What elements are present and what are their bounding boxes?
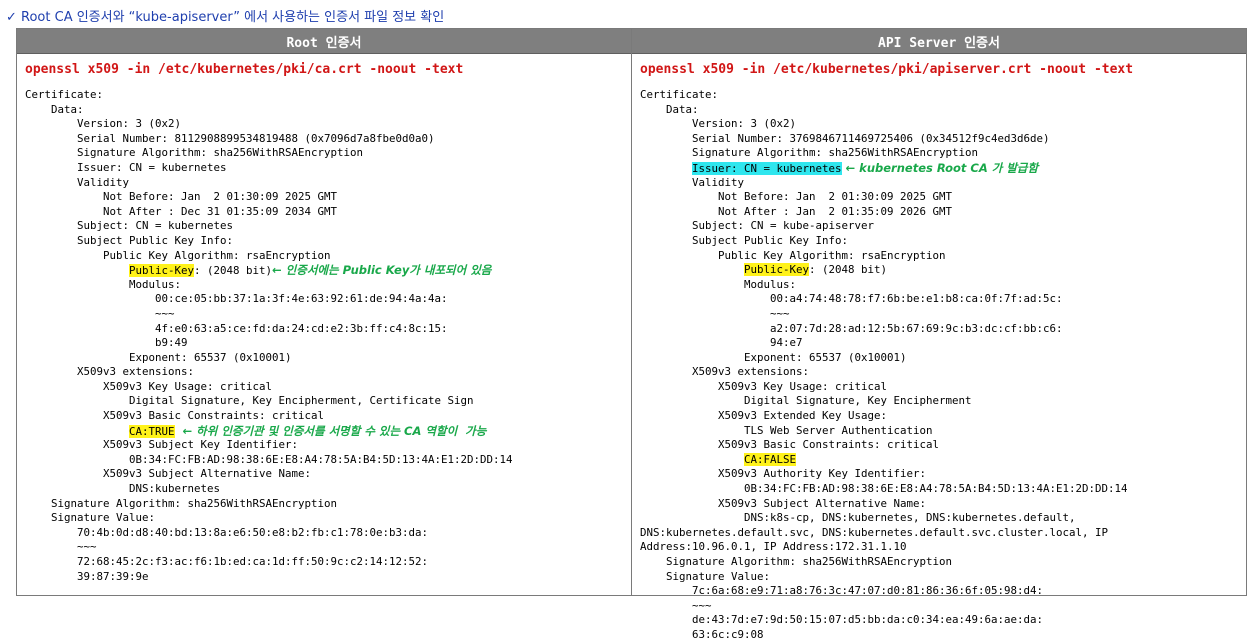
indent [640, 162, 692, 175]
output-line: TLS Web Server Authentication [640, 423, 933, 437]
output-line: Signature Algorithm: sha256WithRSAEncryp… [25, 496, 338, 510]
output-line: Not Before: Jan 2 01:30:09 2025 GMT [25, 190, 338, 204]
output-line: X509v3 Subject Alternative Name: [25, 467, 312, 481]
output-line: ~~~ [640, 306, 790, 320]
output-line: 0B:34:FC:FB:AD:98:38:6E:E8:A4:78:5A:B4:5… [640, 482, 1128, 496]
output-line: Public Key Algorithm: rsaEncryption [640, 248, 946, 262]
output-line: Signature Algorithm: sha256WithRSAEncryp… [640, 146, 979, 160]
output-line: 00:ce:05:bb:37:1a:3f:4e:63:92:61:de:94:4… [25, 292, 448, 306]
output-line: 70:4b:0d:d8:40:bd:13:8a:e6:50:e8:b2:fb:c… [25, 525, 429, 539]
output-line: X509v3 Extended Key Usage: [640, 409, 888, 423]
output-line: DNS:kubernetes.default.svc, DNS:kubernet… [640, 525, 1109, 539]
output-line: Issuer: CN = kubernetes [25, 160, 227, 174]
certificate-comparison-table: Root 인증서 openssl x509 -in /etc/kubernete… [16, 28, 1247, 641]
output-line: Signature Algorithm: sha256WithRSAEncryp… [25, 146, 364, 160]
apiserver-certificate-header: API Server 인증서 [632, 29, 1246, 54]
output-line: 7c:6a:68:e9:71:a8:76:3c:47:07:d0:81:86:3… [640, 584, 1044, 598]
output-line-public-key: Public-Key: (2048 bit)← 인증서에는 Public Key… [25, 263, 629, 278]
indent [640, 263, 744, 276]
issuer-highlight: Issuer: CN = kubernetes [692, 161, 842, 175]
output-line: ~~~ [25, 306, 175, 320]
output-line: Data: [640, 102, 699, 116]
output-line: Signature Value: [25, 511, 156, 525]
output-line: ~~~ [25, 540, 97, 554]
output-line-ca-false: CA:FALSE [640, 452, 1244, 468]
output-line: X509v3 extensions: [25, 365, 195, 379]
output-line: X509v3 extensions: [640, 365, 810, 379]
output-line: X509v3 Key Usage: critical [25, 379, 273, 393]
public-key-annotation: ← 인증서에는 Public Key가 내포되어 있음 [272, 263, 492, 278]
output-line: Exponent: 65537 (0x10001) [640, 350, 907, 364]
output-line: Signature Algorithm: sha256WithRSAEncryp… [640, 555, 953, 568]
output-line: Serial Number: 8112908899534819488 (0x70… [25, 131, 435, 145]
output-line: Data: [25, 102, 84, 116]
output-line: Not Before: Jan 2 01:30:09 2025 GMT [640, 190, 953, 204]
root-certificate-column: Root 인증서 openssl x509 -in /etc/kubernete… [17, 29, 632, 595]
output-line: Version: 3 (0x2) [25, 117, 182, 131]
output-line: X509v3 Subject Key Identifier: [25, 438, 299, 452]
ca-false-highlight: CA:FALSE [744, 452, 797, 466]
ca-true-annotation: ← 하위 인증기관 및 인증서를 서명할 수 있는 CA 역할이 가능 [174, 423, 487, 438]
indent [640, 453, 744, 466]
output-line: ~~~ [640, 598, 712, 612]
output-line: Public Key Algorithm: rsaEncryption [25, 248, 331, 262]
output-line: X509v3 Basic Constraints: critical [640, 438, 940, 452]
output-line: Digital Signature, Key Encipherment [640, 394, 972, 408]
output-line-issuer: Issuer: CN = kubernetes ← kubernetes Roo… [640, 161, 1244, 176]
output-line: Address:10.96.0.1, IP Address:172.31.1.1… [640, 540, 907, 554]
output-line: 94:e7 [640, 336, 803, 350]
output-line: X509v3 Basic Constraints: critical [25, 409, 325, 423]
output-line: 72:68:45:2c:f3:ac:f6:1b:ed:ca:1d:ff:50:9… [25, 555, 429, 568]
output-line: Modulus: [640, 277, 797, 291]
apiserver-certificate-column: API Server 인증서 openssl x509 -in /etc/kub… [632, 29, 1246, 641]
indent [25, 425, 129, 438]
output-line: Serial Number: 3769846711469725406 (0x34… [640, 131, 1050, 145]
output-line: X509v3 Key Usage: critical [640, 379, 888, 393]
output-line: Certificate: [25, 88, 104, 101]
output-line: Subject Public Key Info: [640, 233, 849, 247]
apiserver-openssl-command: openssl x509 -in /etc/kubernetes/pki/api… [640, 62, 1134, 77]
page-caption: ✓ Root CA 인증서와 “kube-apiserver” 에서 사용하는 … [6, 10, 445, 25]
output-line: X509v3 Authority Key Identifier: [640, 467, 927, 481]
output-line: Modulus: [25, 277, 182, 291]
output-line: 0B:34:FC:FB:AD:98:38:6E:E8:A4:78:5A:B4:5… [25, 452, 513, 466]
output-line: Validity [25, 175, 130, 189]
output-line: Digital Signature, Key Encipherment, Cer… [25, 394, 474, 408]
output-line: Version: 3 (0x2) [640, 117, 797, 131]
output-line: Certificate: [640, 88, 719, 101]
output-line: 39:87:39:9e [25, 569, 149, 583]
root-certificate-output: Certificate: Data: Version: 3 (0x2) Seri… [25, 88, 629, 584]
ca-true-highlight: CA:TRUE [129, 424, 175, 438]
output-line: de:43:7d:e7:9d:50:15:07:d5:bb:da:c0:34:e… [640, 613, 1044, 627]
output-line-public-key: Public-Key: (2048 bit) [640, 263, 1244, 278]
indent [25, 264, 129, 277]
output-line: Subject: CN = kubernetes [25, 219, 234, 233]
output-line: Exponent: 65537 (0x10001) [25, 350, 292, 364]
root-openssl-command: openssl x509 -in /etc/kubernetes/pki/ca.… [25, 62, 464, 77]
output-line: Signature Value: [640, 569, 771, 583]
output-line: Subject: CN = kube-apiserver [640, 219, 875, 233]
apiserver-certificate-output: Certificate: Data: Version: 3 (0x2) Seri… [640, 88, 1244, 643]
output-line: 00:a4:74:48:78:f7:6b:be:e1:b8:ca:0f:7f:a… [640, 292, 1063, 306]
issuer-annotation: ← kubernetes Root CA 가 발급함 [841, 160, 1039, 175]
public-key-highlight: Public-Key [129, 264, 195, 278]
output-line: 63:6c:c9:08 [640, 627, 764, 641]
public-key-highlight: Public-Key [744, 263, 810, 277]
output-line: X509v3 Subject Alternative Name: [640, 496, 927, 510]
output-line: 4f:e0:63:a5:ce:fd:da:24:cd:e2:3b:ff:c4:8… [25, 321, 448, 335]
output-line: Not After : Jan 2 01:35:09 2026 GMT [640, 204, 953, 218]
public-key-size: : (2048 bit) [809, 263, 888, 277]
output-line: b9:49 [25, 336, 188, 350]
output-line: Subject Public Key Info: [25, 233, 234, 247]
output-line-ca-true: CA:TRUE ← 하위 인증기관 및 인증서를 서명할 수 있는 CA 역할이… [25, 424, 629, 439]
output-line: Validity [640, 175, 745, 189]
output-line: DNS:kubernetes [25, 482, 221, 496]
public-key-size: : (2048 bit) [194, 264, 273, 278]
root-certificate-header: Root 인증서 [17, 29, 631, 54]
output-line: a2:07:7d:28:ad:12:5b:67:69:9c:b3:dc:cf:b… [640, 321, 1063, 335]
output-line: DNS:k8s-cp, DNS:kubernetes, DNS:kubernet… [640, 511, 1076, 525]
output-line: Not After : Dec 31 01:35:09 2034 GMT [25, 204, 338, 218]
